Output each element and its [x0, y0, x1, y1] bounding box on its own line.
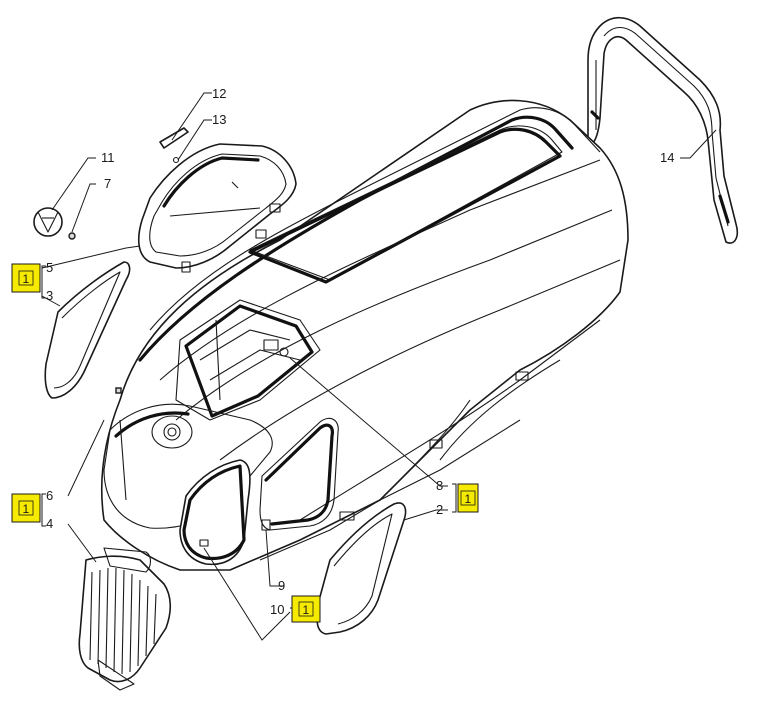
callout-8: 8	[436, 478, 443, 493]
emblem-part	[33, 207, 76, 240]
badge-left-lower: 1	[11, 493, 41, 523]
callout-12: 12	[212, 86, 226, 101]
callout-9: 9	[278, 578, 285, 593]
callout-5: 5	[46, 260, 53, 275]
leader-lines	[41, 92, 717, 641]
badge-label: 1	[23, 272, 30, 286]
grille-part	[78, 547, 172, 691]
callout-14: 14	[660, 150, 674, 165]
right-side-glass-part	[316, 502, 407, 635]
badge-left-upper: 1	[11, 263, 41, 293]
top-window-frame-part	[137, 143, 297, 273]
callout-7: 7	[104, 176, 111, 191]
callout-3: 3	[46, 288, 53, 303]
callout-11: 11	[101, 150, 115, 165]
badge-bottom: 1	[291, 595, 321, 623]
left-side-glass-part	[44, 261, 131, 399]
badge-right: 1	[457, 483, 479, 513]
badge-label: 1	[303, 603, 310, 617]
hinge-part	[159, 127, 189, 164]
callout-2: 2	[436, 502, 443, 517]
callout-6: 6	[46, 488, 53, 503]
badge-label: 1	[23, 502, 30, 516]
callout-13: 13	[212, 112, 226, 127]
callout-10: 10	[270, 602, 284, 617]
callout-4: 4	[46, 516, 53, 531]
hood-body	[100, 99, 629, 571]
badge-label: 1	[465, 492, 472, 506]
callout-labels: 12 13 11 7 5 3 6 4 14 8 2 9 10	[46, 86, 674, 617]
